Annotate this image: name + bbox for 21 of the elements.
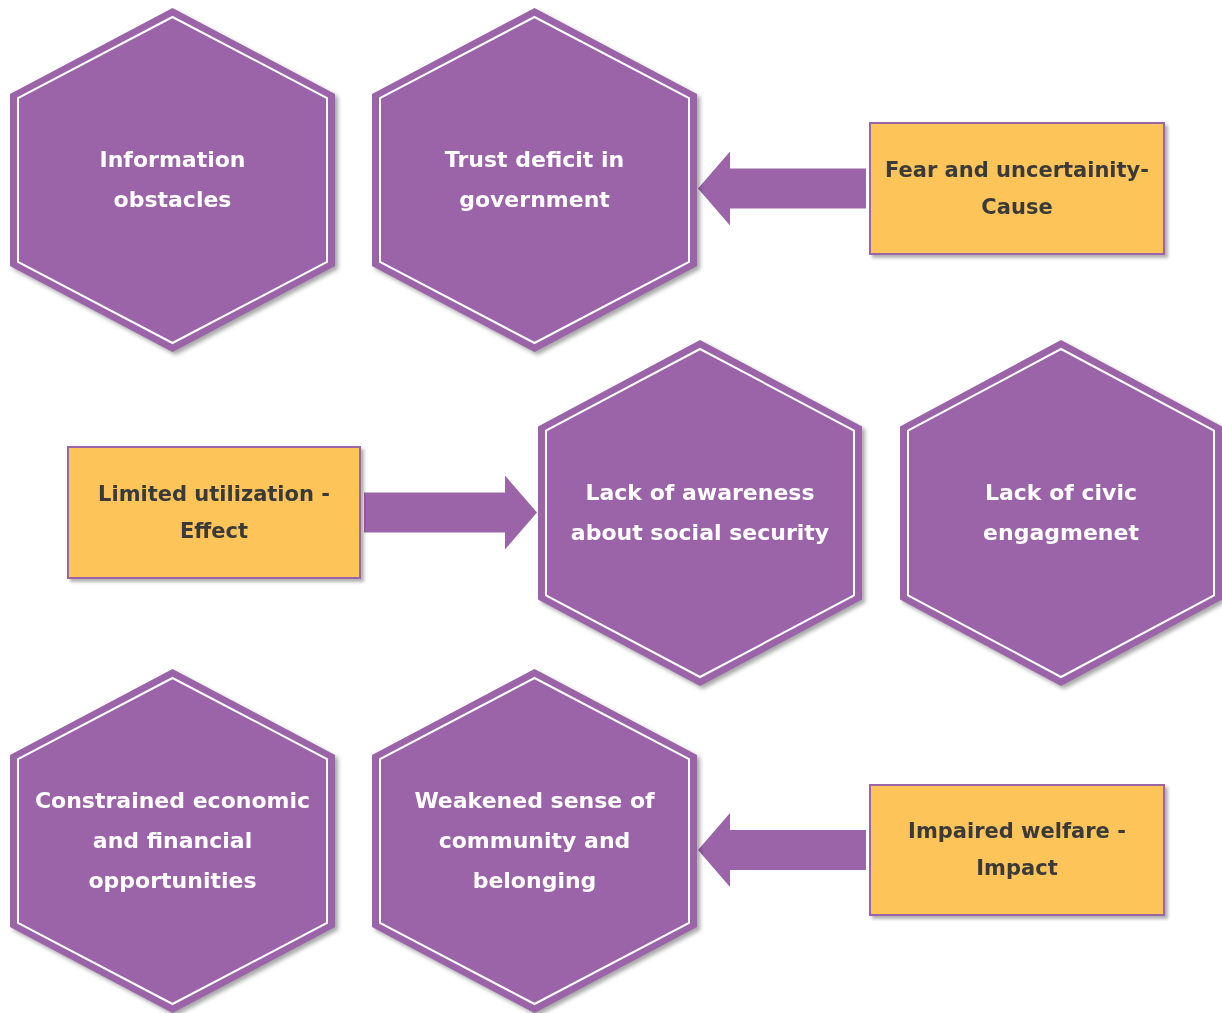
- node-text: Constrained economic and financial opportunities: [33, 787, 312, 895]
- hexagon-node: [900, 340, 1222, 686]
- hexagon-node: [10, 669, 335, 1013]
- block-arrow: [698, 813, 866, 887]
- hexagon-node: [372, 669, 697, 1013]
- node-text: Lack of civic engagmenet: [982, 479, 1140, 547]
- node-text: Information obstacles: [98, 146, 247, 214]
- block-arrow: [364, 475, 537, 550]
- node-text: Limited utilization - Effect: [97, 480, 331, 545]
- node-text: Lack of awareness about social security: [569, 479, 831, 547]
- hexagon-node: [538, 340, 862, 686]
- hexagon-node: [372, 8, 697, 352]
- label-box: [869, 784, 1165, 916]
- label-box: [869, 122, 1165, 255]
- label-box: [67, 446, 361, 579]
- node-text: Trust deficit in government: [443, 146, 626, 214]
- block-arrow: [698, 151, 866, 226]
- node-text: Impaired welfare - Impact: [907, 818, 1127, 882]
- hexagon-node: [10, 8, 335, 352]
- node-text: Fear and uncertainity- Cause: [884, 156, 1150, 221]
- node-text: Weakened sense of community and belonging: [413, 787, 656, 895]
